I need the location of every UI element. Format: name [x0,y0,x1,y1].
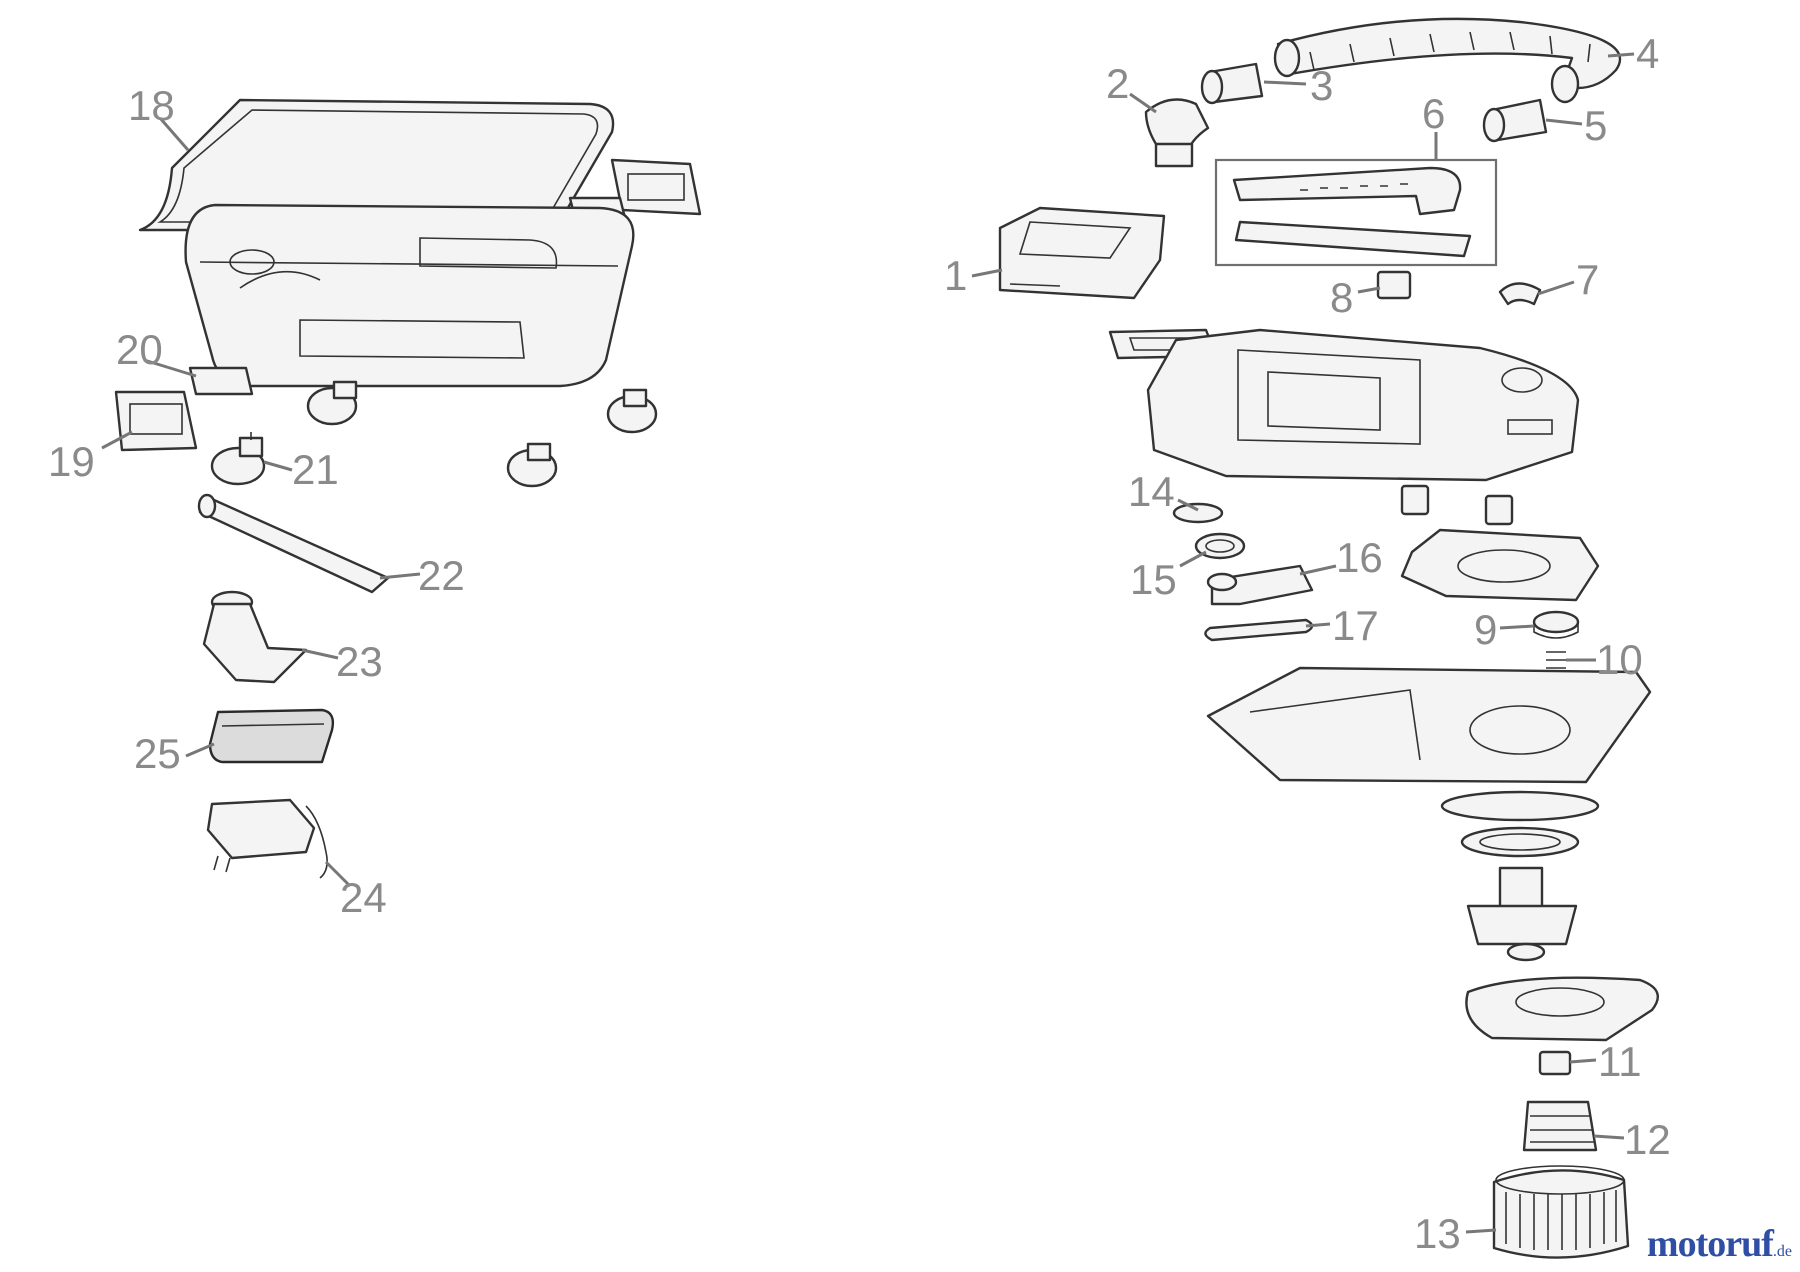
leader-lines [101,52,1635,1234]
part-seal-17 [1204,618,1314,642]
callout-25: 25 [134,730,181,777]
part-gasket-ring [1440,790,1600,822]
part-filter-cage-12 [1522,1100,1598,1152]
part-flat-ring [1460,826,1580,858]
part-coupling-3 [1200,62,1264,105]
part-charger-24 [206,798,328,879]
callout-5: 5 [1584,102,1607,149]
part-caster [306,380,358,426]
part-crevice-nozzle-22 [197,493,390,594]
part-clip-block [1400,484,1430,516]
part-caster [606,388,658,434]
part-caster-21 [210,432,266,486]
callout-11: 11 [1598,1038,1642,1085]
part-cap-11 [1538,1050,1572,1076]
part-hose-4 [1273,17,1622,104]
callout-12: 12 [1624,1116,1671,1163]
callout-1: 1 [944,252,967,299]
callout-7: 7 [1576,256,1599,303]
callout-19: 19 [48,438,95,485]
part-bushing-9 [1532,610,1580,639]
part-connector-5 [1482,98,1548,143]
part-clip-block [1484,494,1514,526]
part-ring-15 [1194,532,1246,560]
callout-labels: 18 20 19 21 22 23 25 24 1 2 3 4 5 6 7 8 … [48,30,1671,1257]
part-filter-13 [1492,1165,1630,1259]
callout-17: 17 [1332,602,1379,649]
callout-18: 18 [128,82,175,129]
watermark-brand: motoruf [1646,1223,1774,1265]
callout-22: 22 [418,552,465,599]
part-motor-cover [1400,528,1600,602]
callout-15: 15 [1130,556,1177,603]
callout-23: 23 [336,638,383,685]
callout-4: 4 [1636,30,1659,77]
part-duct-16 [1206,564,1314,606]
part-tank [184,203,635,388]
part-elbow-2 [1144,98,1210,168]
part-battery-25 [208,708,335,764]
part-switch-8 [1376,270,1412,300]
part-battery-cover-1 [998,206,1166,300]
callout-20: 20 [116,326,163,373]
callout-14: 14 [1128,468,1175,515]
part-base-plate [1206,666,1652,784]
part-handle-6 [1214,158,1498,267]
part-frame-19 [114,390,198,452]
part-latch-frame [610,158,702,216]
callout-3: 3 [1310,62,1333,109]
callout-6: 6 [1422,90,1445,137]
part-screws-10 [1546,651,1566,669]
callout-9: 9 [1474,606,1497,653]
callout-24: 24 [340,874,387,921]
part-caster [506,442,558,488]
callout-16: 16 [1336,534,1383,581]
part-disc [1506,942,1546,962]
part-latch-20 [188,366,254,396]
part-motor [1466,866,1578,946]
callout-13: 13 [1414,1210,1461,1257]
callout-21: 21 [292,446,339,493]
callout-8: 8 [1330,274,1353,321]
callout-10: 10 [1596,636,1643,683]
part-clip-7 [1498,282,1542,306]
motoruf-watermark-logo: motoruf.de [1647,1222,1792,1266]
part-floor-nozzle-23 [202,590,308,684]
part-filter-housing [1465,976,1660,1042]
callout-2: 2 [1106,60,1129,107]
watermark-tld: .de [1772,1243,1792,1260]
part-motor-housing [1146,328,1580,482]
part-cap-14 [1172,502,1224,524]
